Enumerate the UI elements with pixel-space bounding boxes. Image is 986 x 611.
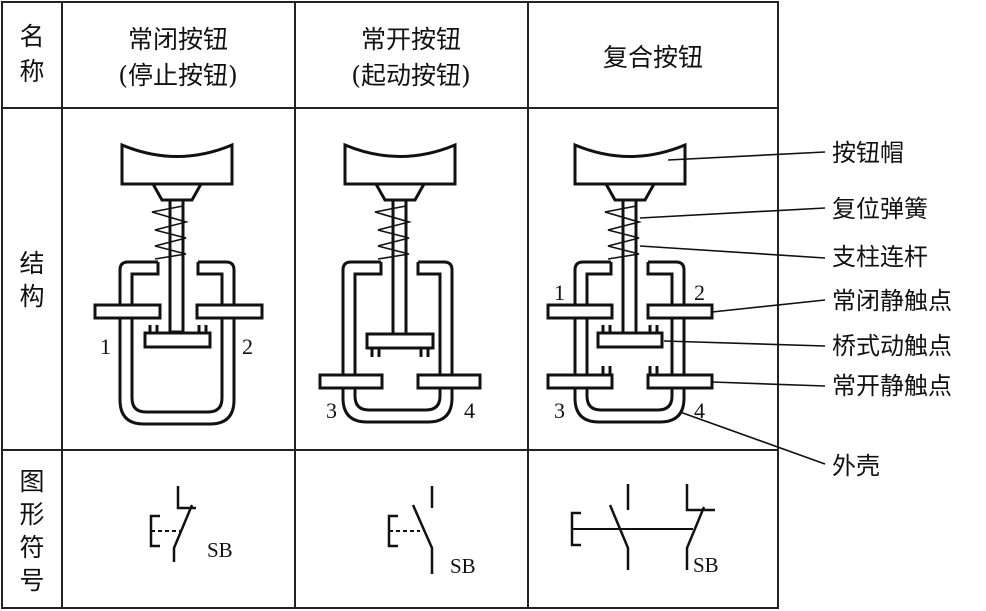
row-header-structure-2: 构 (19, 282, 44, 311)
col-header-no-title: 常开按钮 (361, 25, 461, 54)
col-header-no-subtitle: (起动按钮) (351, 61, 471, 90)
row-header-name-2: 称 (19, 57, 44, 86)
svg-text:SB: SB (207, 538, 233, 562)
callout-leaders (639, 151, 826, 465)
compound-button-symbol: SB (570, 484, 719, 577)
no-button-symbol: SB (387, 486, 476, 578)
svg-text:3: 3 (326, 398, 337, 423)
svg-text:3: 3 (554, 398, 565, 423)
compound-button-structure: 1 2 3 4 (546, 142, 714, 424)
callout-return-spring: 复位弹簧 (832, 195, 928, 223)
svg-text:1: 1 (554, 280, 565, 305)
callout-button-cap: 按钮帽 (832, 139, 904, 167)
nc-button-symbol: SB (149, 486, 233, 562)
svg-text:SB: SB (693, 553, 719, 577)
callout-no-static-contact: 常开静触点 (832, 372, 952, 400)
no-button-structure: 3 4 (318, 142, 482, 424)
row-header-symbol-4: 号 (19, 566, 44, 595)
col-header-nc-title: 常闭按钮 (128, 25, 228, 54)
row-header-symbol-3: 符 (19, 533, 44, 562)
svg-text:2: 2 (694, 280, 705, 305)
row-header-symbol-1: 图 (19, 467, 44, 496)
housing-outer (118, 260, 236, 426)
spring (151, 205, 190, 260)
col-header-compound-title: 复合按钮 (603, 43, 703, 72)
svg-text:4: 4 (464, 398, 475, 423)
svg-text:2: 2 (242, 334, 253, 359)
row-header-structure-1: 结 (19, 249, 44, 278)
callout-housing: 外壳 (832, 452, 880, 480)
button-cap (120, 142, 234, 186)
svg-text:4: 4 (694, 398, 705, 423)
bridge-contact (143, 331, 212, 349)
nc-button-structure: 1 2 (93, 142, 264, 426)
row-header-symbol-2: 形 (19, 500, 44, 529)
row-header-name-1: 名 (19, 22, 44, 51)
callout-support-rod: 支柱连杆 (832, 243, 928, 271)
svg-text:1: 1 (100, 334, 111, 359)
callout-nc-static-contact: 常闭静触点 (832, 287, 952, 315)
svg-text:SB: SB (450, 554, 476, 578)
callout-bridge-moving-contact: 桥式动触点 (832, 332, 952, 360)
table-grid (1, 1, 779, 609)
col-header-nc-subtitle: (停止按钮) (118, 61, 238, 90)
